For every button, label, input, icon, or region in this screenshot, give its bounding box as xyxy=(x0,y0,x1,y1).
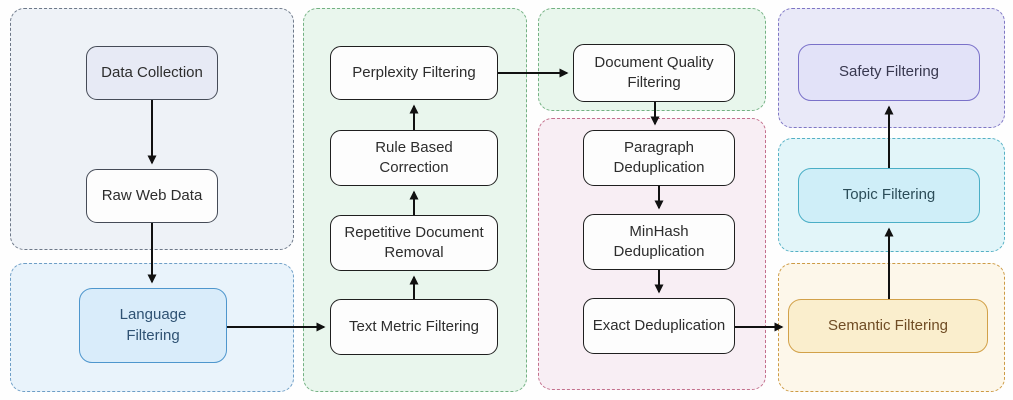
node-label: Safety Filtering xyxy=(838,63,940,81)
node-label: Topic Filtering xyxy=(842,186,936,204)
node-raw-web-data: Raw Web Data xyxy=(86,169,218,223)
node-label: Raw Web Data xyxy=(101,186,203,204)
node-label: Paragraph Deduplication xyxy=(613,138,705,176)
node-label: Semantic Filtering xyxy=(827,316,949,334)
node-exact-deduplication: Exact Deduplication xyxy=(583,298,735,354)
node-rule-based-correction: Rule Based Correction xyxy=(330,130,498,186)
node-topic-filtering: Topic Filtering xyxy=(798,168,980,223)
node-document-quality-filtering: Document Quality Filtering xyxy=(573,44,735,102)
node-label: Text Metric Filtering xyxy=(348,317,480,335)
node-label: Data Collection xyxy=(101,63,203,81)
node-text-metric-filtering: Text Metric Filtering xyxy=(330,299,498,355)
node-label: Exact Deduplication xyxy=(592,316,726,334)
node-label: Document Quality Filtering xyxy=(594,53,714,91)
node-perplexity-filtering: Perplexity Filtering xyxy=(330,46,498,100)
node-data-collection: Data Collection xyxy=(86,46,218,100)
node-safety-filtering: Safety Filtering xyxy=(798,44,980,101)
node-label: Repetitive Document Removal xyxy=(344,223,484,261)
node-language-filtering: Language Filtering xyxy=(79,288,227,363)
node-minhash-deduplication: MinHash Deduplication xyxy=(583,214,735,270)
node-paragraph-deduplication: Paragraph Deduplication xyxy=(583,130,735,186)
node-label: Language Filtering xyxy=(119,306,187,344)
node-semantic-filtering: Semantic Filtering xyxy=(788,299,988,353)
node-repetitive-document-removal: Repetitive Document Removal xyxy=(330,215,498,271)
node-label: Rule Based Correction xyxy=(375,138,453,176)
node-label: Perplexity Filtering xyxy=(352,63,476,81)
node-label: MinHash Deduplication xyxy=(613,222,705,260)
